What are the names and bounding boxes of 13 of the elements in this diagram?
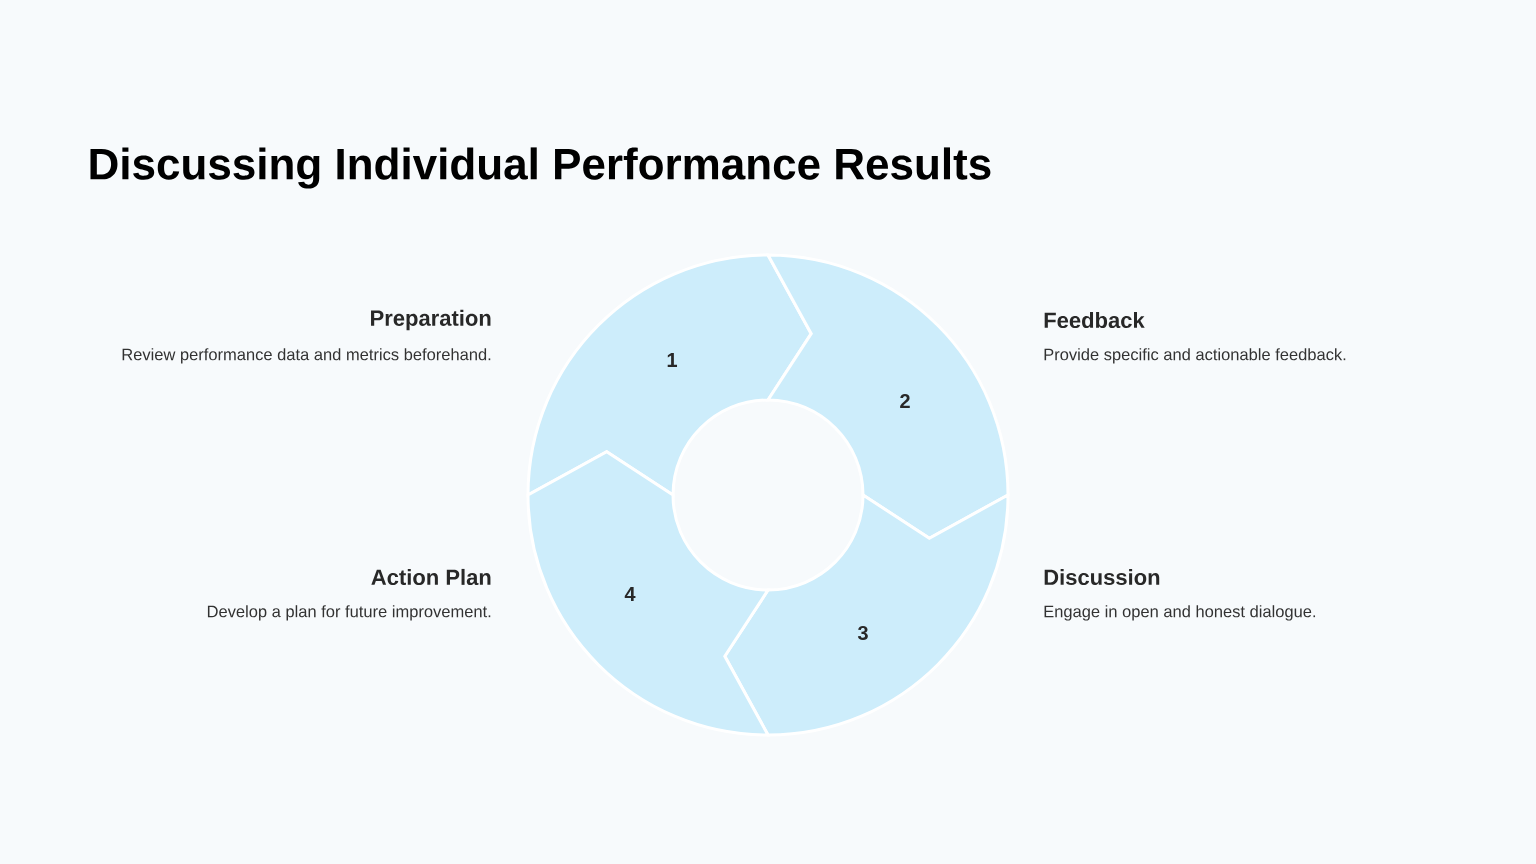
- step-heading: Action Plan: [371, 568, 491, 586]
- ring-segment: 2: [766, 253, 1010, 540]
- step-heading: Feedback: [1044, 311, 1145, 329]
- step-description: Provide specific and actionable feedback.: [1044, 348, 1346, 364]
- ring-segment: 4: [526, 450, 770, 737]
- step-description: Engage in open and honest dialogue.: [1044, 605, 1316, 621]
- ring-segment: 3: [723, 493, 1010, 737]
- step-heading: Discussion: [1044, 568, 1160, 586]
- ring-segment: 1: [526, 253, 813, 497]
- step-description: Review performance data and metrics beforehand.: [122, 348, 491, 364]
- title: Discussing Individual Performance Results: [90, 147, 991, 189]
- step-description: Develop a plan for future improvement.: [207, 605, 491, 621]
- step-heading: Preparation: [371, 309, 491, 331]
